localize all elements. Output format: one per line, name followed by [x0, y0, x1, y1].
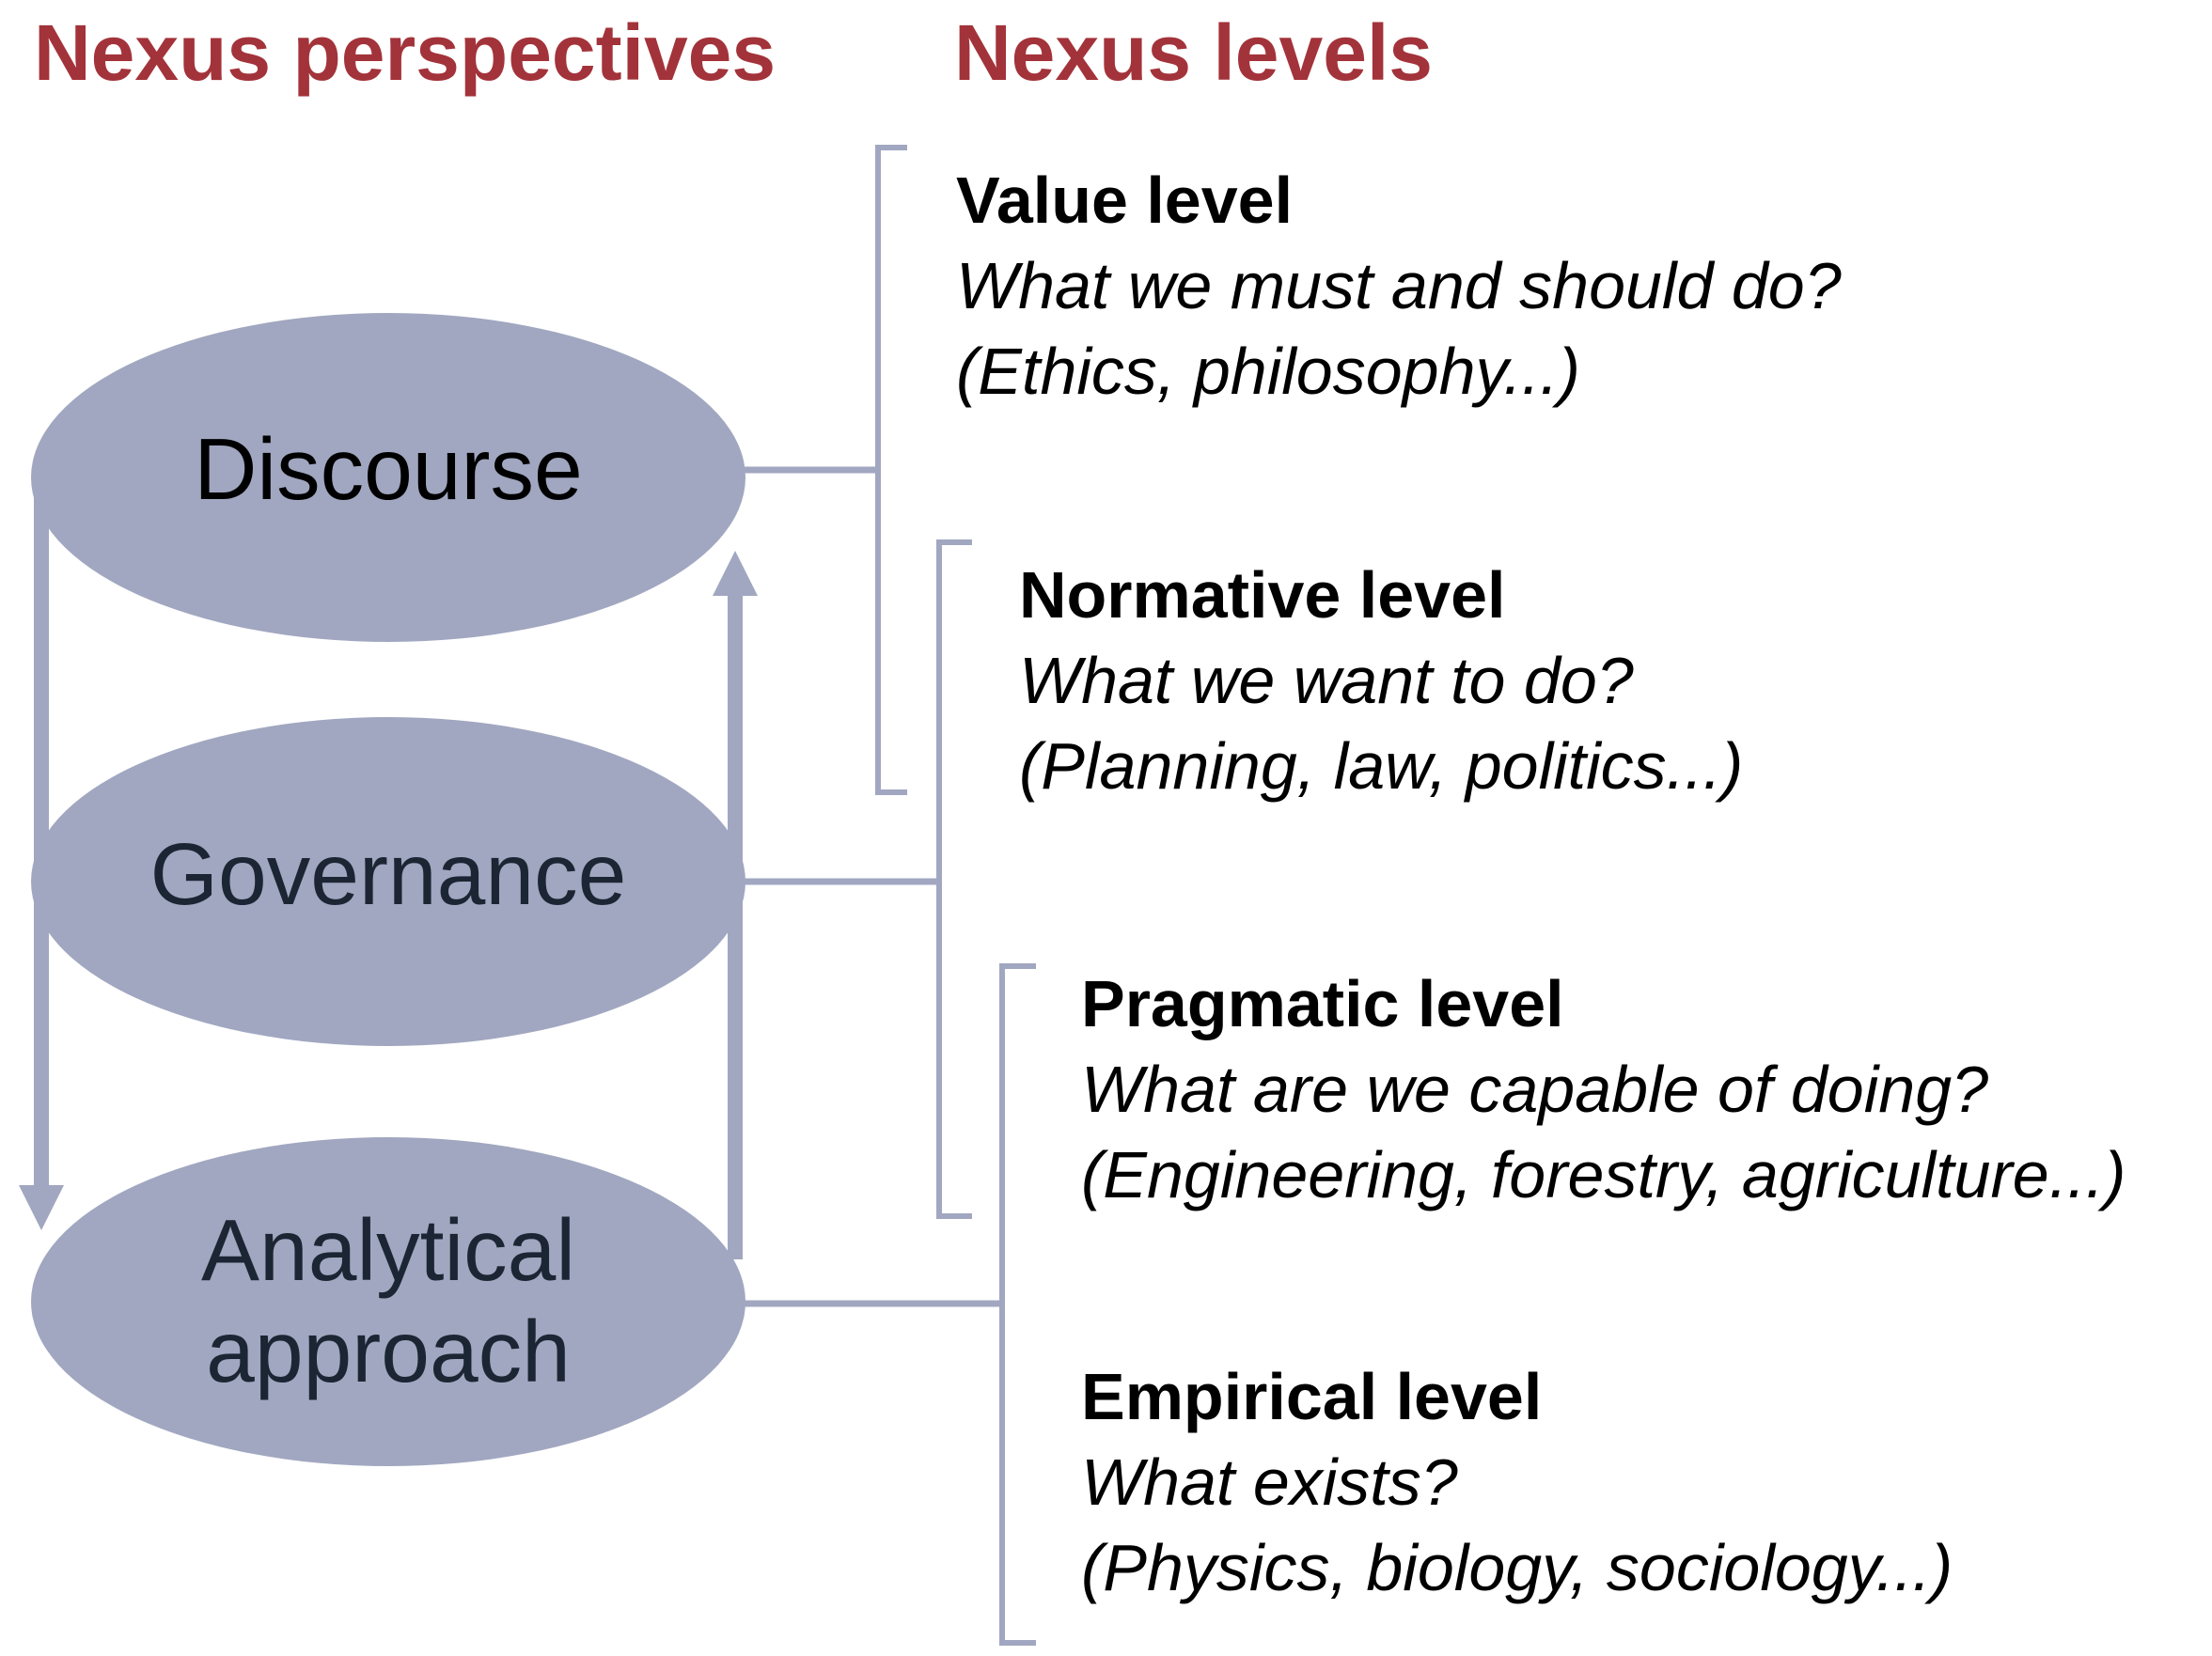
value-normative-bracket: [875, 145, 907, 795]
heading-levels: Nexus levels: [954, 8, 1434, 97]
empirical-level-question: What exists?: [1081, 1445, 1458, 1519]
analytical-approach-node: [31, 1137, 745, 1466]
discourse-node: [31, 313, 745, 642]
governance-node: [31, 717, 745, 1046]
pragmatic-level-question: What are we capable of doing?: [1081, 1053, 1989, 1126]
normative-level-title: Normative level: [1019, 558, 1506, 632]
normative-level-question: What we want to do?: [1019, 644, 1634, 717]
value-level: Value level What we must and should do? …: [956, 158, 1842, 414]
heading-perspectives: Nexus perspectives: [34, 8, 777, 97]
normative-level: Normative level What we want to do? (Pla…: [1019, 553, 1743, 809]
empirical-level: Empirical level What exists? (Physics, b…: [1081, 1354, 1953, 1611]
normative-level-disciplines: (Planning, law, politics...): [1019, 729, 1744, 803]
normative-pragmatic-bracket: [936, 539, 972, 1219]
value-level-title: Value level: [956, 164, 1294, 237]
pragmatic-empirical-bracket: [999, 963, 1036, 1646]
empirical-level-disciplines: (Physics, biology, sociology...): [1081, 1531, 1953, 1604]
pragmatic-level-disciplines: (Engineering, forestry, agriculture...): [1081, 1138, 2126, 1211]
empirical-level-title: Empirical level: [1081, 1360, 1543, 1433]
discourse-label: Discourse: [194, 420, 583, 518]
governance-label: Governance: [149, 825, 627, 923]
value-level-question: What we must and should do?: [956, 249, 1842, 322]
value-level-disciplines: (Ethics, philosophy...): [956, 335, 1580, 408]
analytical-approach-label: Analytical approach: [200, 1201, 576, 1400]
pragmatic-level-title: Pragmatic level: [1081, 967, 1564, 1040]
pragmatic-level: Pragmatic level What are we capable of d…: [1081, 961, 2126, 1218]
